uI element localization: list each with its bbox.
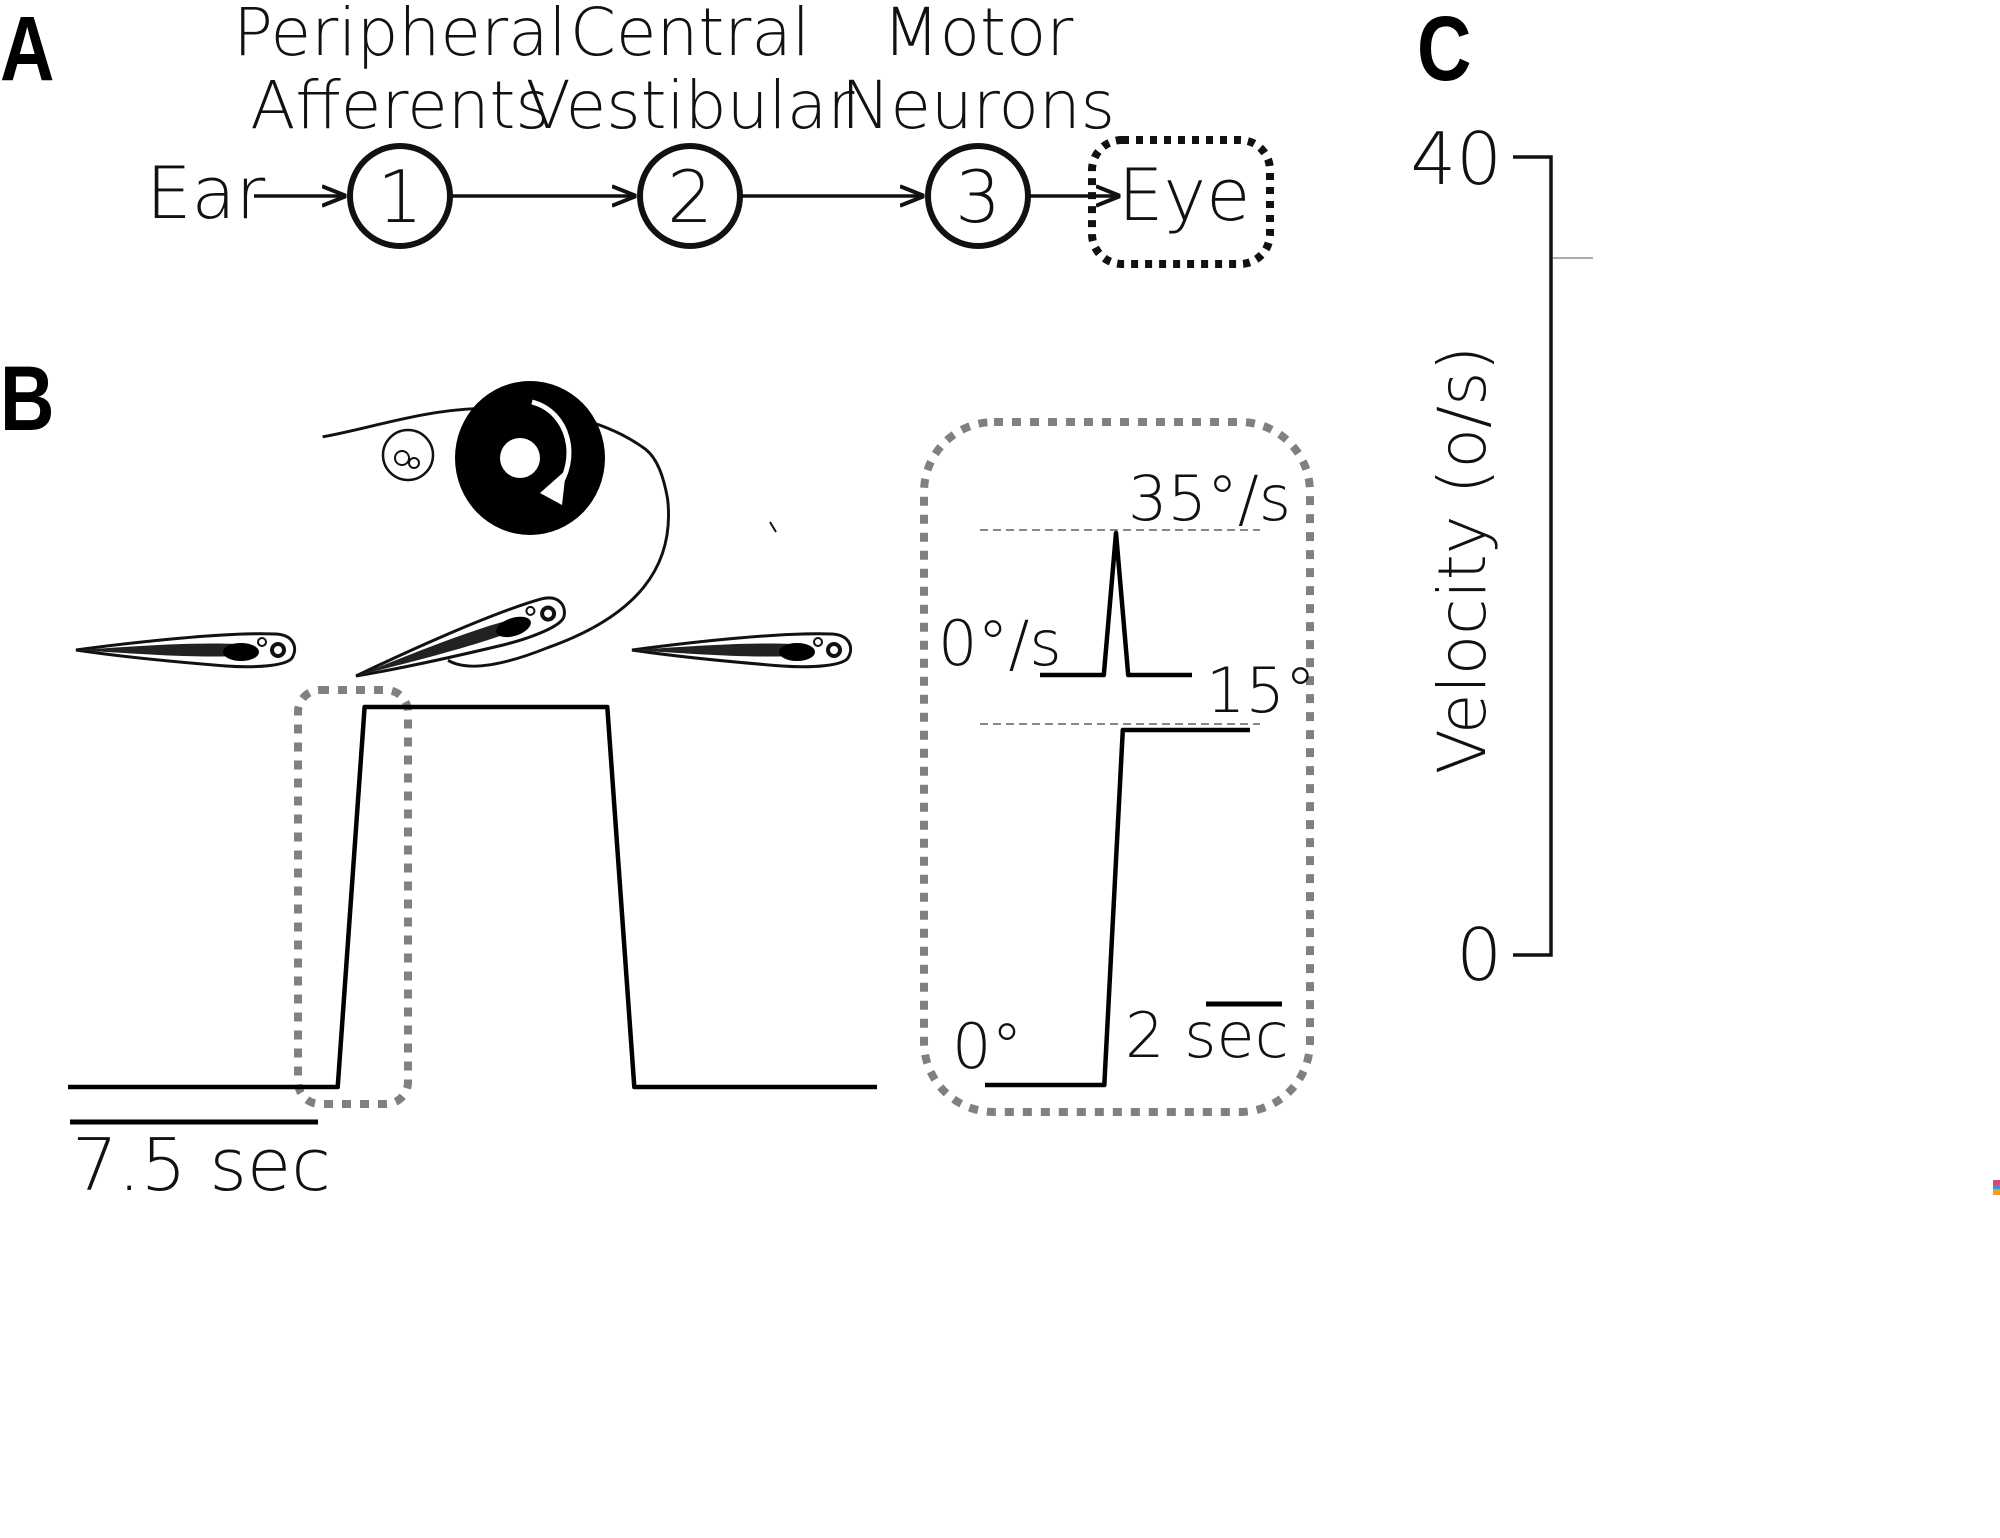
panel-c: C 40 0 Velocity (o/s) — [1410, 0, 2000, 1195]
eye-highlight-box — [1088, 136, 1274, 268]
node-3: 3 — [925, 143, 1031, 249]
node-1: 1 — [347, 143, 453, 249]
fish-head-illustration — [322, 381, 777, 668]
node-2-label-line1: Central — [570, 0, 810, 71]
inset-position-trace — [985, 727, 1250, 1088]
node-3-label-line1: Motor — [883, 0, 1075, 71]
series-mark-orange — [1993, 1189, 2000, 1195]
rotation-arrowhead — [540, 470, 566, 505]
inset: 35°/s 0°/s 15° 0° 2 sec — [920, 418, 1316, 1116]
head-outline — [322, 406, 670, 668]
panel-a: A Peripheral Afferents Central Vestibula… — [0, 0, 1274, 268]
series-mark-blue — [1993, 1185, 2000, 1189]
y-tick-label-0: 0 — [1456, 913, 1502, 997]
node-1-label-line1: Peripheral — [233, 0, 567, 71]
time-scalebar-label: 7.5 sec — [72, 1123, 331, 1207]
node-2: 2 — [637, 143, 743, 249]
series-mark-red — [1993, 1180, 2000, 1185]
position-trace — [68, 704, 877, 1090]
node-2-number: 2 — [667, 155, 713, 239]
fish-icon-tilted-middle — [355, 596, 566, 678]
y-tick-label-40: 40 — [1410, 117, 1502, 201]
y-axis-line — [1513, 155, 1553, 957]
node-1-number: 1 — [377, 155, 423, 239]
velocity-peak-label: 35°/s — [1128, 462, 1291, 535]
y-axis-label: Velocity (o/s) — [1424, 346, 1501, 774]
node-3-label-line2: Neurons — [841, 67, 1115, 144]
inset-box — [920, 418, 1314, 1116]
node-2-circle — [637, 143, 743, 249]
partial-series-marks — [1993, 1180, 2000, 1195]
fish-icon-level-right — [631, 632, 853, 669]
head-outline-top-edge — [769, 521, 777, 533]
panel-b-label: B — [0, 347, 54, 450]
node-2-label-line2: Vestibular — [526, 67, 856, 144]
velocity-baseline-label: 0°/s — [938, 607, 1062, 680]
otolith-small — [408, 457, 420, 469]
panel-c-label: C — [1417, 0, 1471, 100]
node-1-label-line2: Afferents — [250, 67, 550, 144]
target-eye-label: Eye — [1118, 153, 1250, 237]
source-ear-label: Ear — [146, 151, 266, 235]
position-top-label: 15° — [1206, 654, 1316, 727]
eye-pupil — [500, 438, 540, 478]
otolith-large — [394, 450, 410, 466]
node-3-circle — [925, 143, 1031, 249]
panel-b: B — [0, 347, 1316, 1207]
inset-scalebar-label: 2 sec — [1125, 999, 1289, 1072]
fish-icon-level-left — [75, 632, 297, 669]
velocity-trace — [1040, 530, 1192, 678]
node-3-number: 3 — [955, 155, 1001, 239]
position-baseline-label: 0° — [952, 1010, 1022, 1083]
panel-a-label: A — [0, 0, 54, 100]
node-1-circle — [347, 143, 453, 249]
